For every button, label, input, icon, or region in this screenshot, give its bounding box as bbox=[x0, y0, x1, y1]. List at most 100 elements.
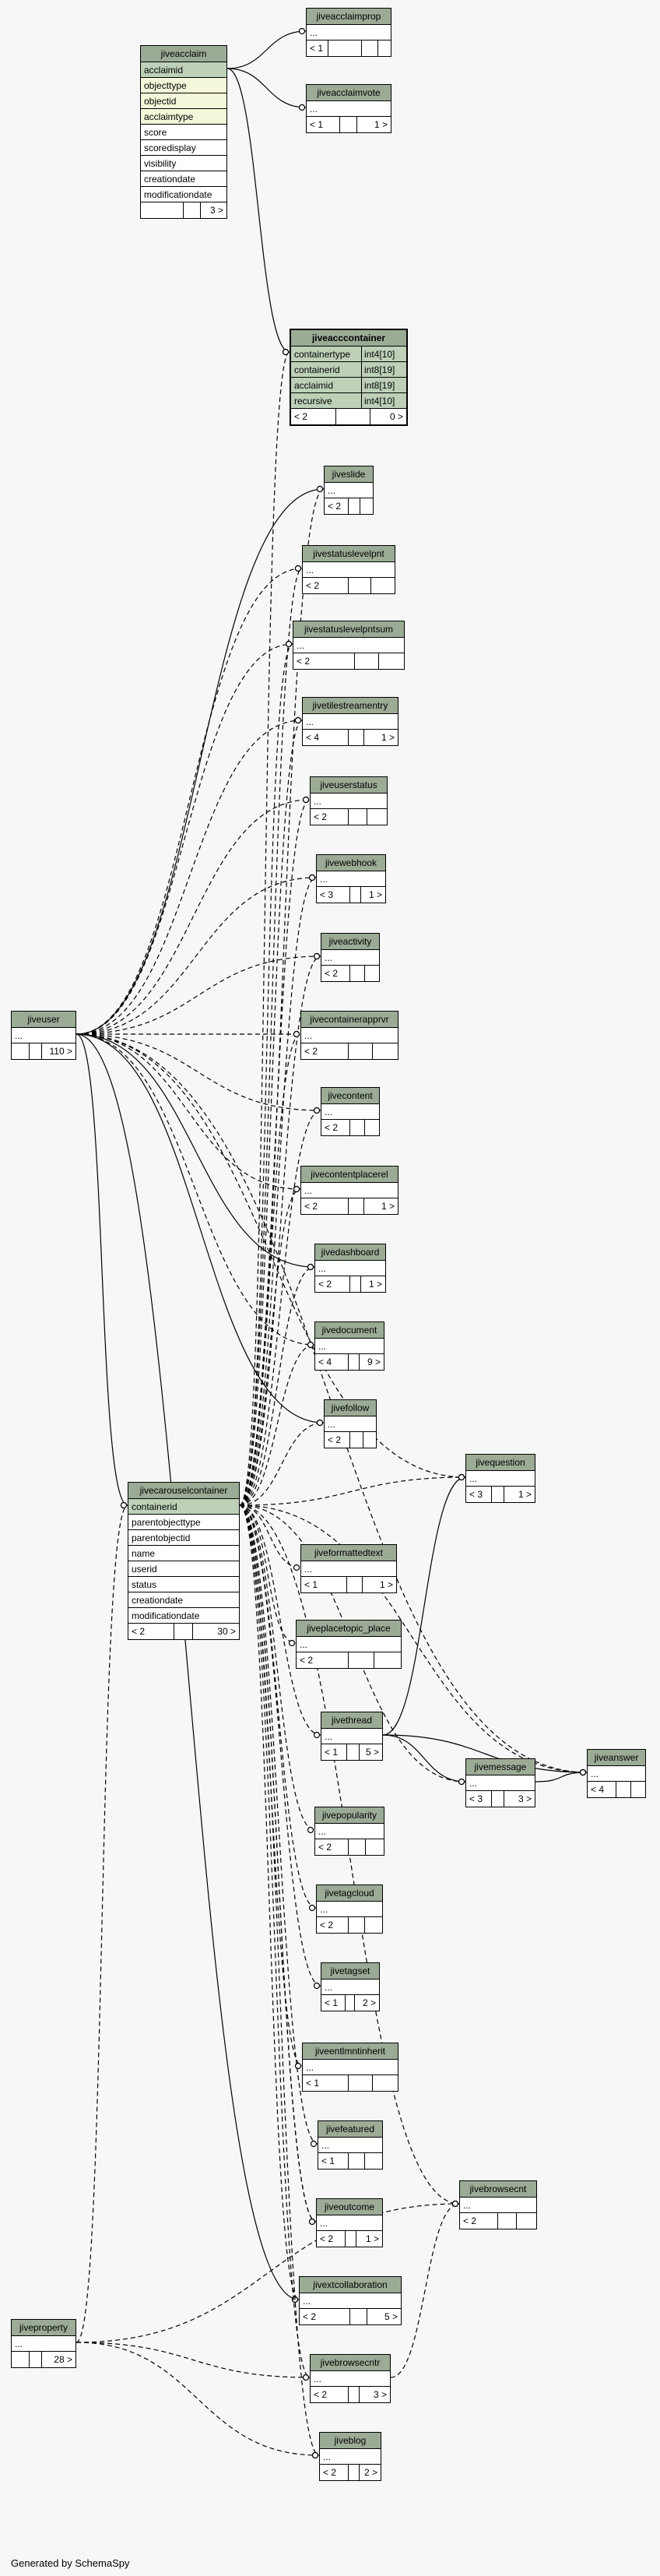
table-jivefeatured[interactable]: jivefeatured...< 1 bbox=[318, 2120, 383, 2170]
table-jivepopularity[interactable]: jivepopularity...< 2 bbox=[314, 1807, 384, 1856]
table-title[interactable]: jivetagcloud bbox=[317, 1885, 382, 1902]
column-ellipsis[interactable]: ... bbox=[317, 2215, 382, 2231]
table-title[interactable]: jivetagset bbox=[321, 1963, 379, 1980]
column-row[interactable]: modificationdate bbox=[128, 1608, 239, 1624]
column-ellipsis[interactable]: ... bbox=[315, 1824, 384, 1839]
column-ellipsis[interactable]: ... bbox=[12, 2336, 75, 2352]
table-title[interactable]: jivemessage bbox=[466, 1759, 535, 1775]
column-row[interactable]: objecttype bbox=[141, 78, 226, 93]
column-ellipsis[interactable]: ... bbox=[303, 562, 395, 578]
table-title[interactable]: jivewebhook bbox=[317, 855, 385, 871]
table-jivebrowsecnt[interactable]: jivebrowsecnt...< 2 bbox=[459, 2180, 537, 2229]
column-ellipsis[interactable]: ... bbox=[321, 1980, 379, 1995]
column-ellipsis[interactable]: ... bbox=[293, 638, 404, 653]
table-title[interactable]: jiveacccontainer bbox=[291, 330, 406, 347]
table-title[interactable]: jivedocument bbox=[315, 1322, 384, 1339]
column-row[interactable]: modificationdate bbox=[141, 187, 226, 202]
table-title[interactable]: jiveplacetopic_place bbox=[297, 1621, 401, 1637]
column-ellipsis[interactable]: ... bbox=[315, 1261, 385, 1276]
column-ellipsis[interactable]: ... bbox=[301, 1183, 398, 1198]
table-title[interactable]: jiveuser bbox=[12, 1012, 75, 1028]
column-ellipsis[interactable]: ... bbox=[303, 2060, 398, 2075]
column-ellipsis[interactable]: ... bbox=[12, 1028, 75, 1043]
table-jiveproperty[interactable]: jiveproperty...28 > bbox=[11, 2319, 76, 2368]
column-ellipsis[interactable]: ... bbox=[321, 950, 379, 966]
table-title[interactable]: jiveacclaimprop bbox=[307, 9, 391, 25]
table-title[interactable]: jivequestion bbox=[466, 1455, 535, 1471]
table-jiveslide[interactable]: jiveslide...< 2 bbox=[324, 466, 374, 515]
column-row[interactable]: name bbox=[128, 1546, 239, 1561]
column-row[interactable]: acclaimid bbox=[141, 62, 226, 78]
column-ellipsis[interactable]: ... bbox=[320, 2449, 381, 2465]
table-title[interactable]: jivethread bbox=[321, 1712, 382, 1729]
column-ellipsis[interactable]: ... bbox=[317, 871, 385, 887]
table-title[interactable]: jiveacclaimvote bbox=[307, 85, 391, 101]
table-jiveanswer[interactable]: jiveanswer...< 4 bbox=[587, 1749, 646, 1798]
table-title[interactable]: jivextcollaboration bbox=[300, 2277, 401, 2293]
table-title[interactable]: jiveoutcome bbox=[317, 2199, 382, 2215]
table-title[interactable]: jivefollow bbox=[325, 1400, 376, 1416]
column-row[interactable]: acclaimtype bbox=[141, 109, 226, 125]
table-title[interactable]: jiveblog bbox=[320, 2433, 381, 2449]
table-title[interactable]: jivestatuslevelpnt bbox=[303, 546, 395, 562]
table-jivefollow[interactable]: jivefollow...< 2 bbox=[324, 1399, 377, 1448]
table-jivecontent[interactable]: jivecontent...< 2 bbox=[321, 1087, 380, 1136]
column-row[interactable]: parentobjectid bbox=[128, 1530, 239, 1546]
column-ellipsis[interactable]: ... bbox=[466, 1775, 535, 1791]
table-title[interactable]: jivecontentplacerel bbox=[301, 1167, 398, 1183]
table-title[interactable]: jivefeatured bbox=[318, 2121, 382, 2138]
column-row[interactable]: status bbox=[128, 1577, 239, 1592]
column-ellipsis[interactable]: ... bbox=[318, 2138, 382, 2153]
column-row[interactable]: userid bbox=[128, 1561, 239, 1577]
table-title[interactable]: jiveentlmntinherit bbox=[303, 2043, 398, 2060]
column-ellipsis[interactable]: ... bbox=[297, 1637, 401, 1652]
table-title[interactable]: jivetilestreamentry bbox=[303, 698, 398, 714]
column-ellipsis[interactable]: ... bbox=[315, 1339, 384, 1354]
column-row[interactable]: scoredisplay bbox=[141, 140, 226, 156]
column-row[interactable]: containerid bbox=[128, 1499, 239, 1515]
table-title[interactable]: jiveanswer bbox=[588, 1750, 645, 1766]
table-title[interactable]: jivedashboard bbox=[315, 1244, 385, 1261]
column-ellipsis[interactable]: ... bbox=[301, 1561, 396, 1577]
table-title[interactable]: jivecarouselcontainer bbox=[128, 1483, 239, 1499]
column-ellipsis[interactable]: ... bbox=[301, 1028, 398, 1043]
column-ellipsis[interactable]: ... bbox=[460, 2198, 536, 2213]
column-ellipsis[interactable]: ... bbox=[588, 1766, 645, 1782]
table-title[interactable]: jivecontainerapprvr bbox=[301, 1012, 398, 1028]
table-jivestatuslevelpnt[interactable]: jivestatuslevelpnt...< 2 bbox=[302, 545, 395, 594]
table-title[interactable]: jiveslide bbox=[325, 466, 373, 483]
table-title[interactable]: jivestatuslevelpntsum bbox=[293, 621, 404, 638]
table-title[interactable]: jiveactivity bbox=[321, 934, 379, 950]
column-ellipsis[interactable]: ... bbox=[311, 794, 387, 809]
table-jivetagcloud[interactable]: jivetagcloud...< 2 bbox=[316, 1884, 383, 1934]
column-ellipsis[interactable]: ... bbox=[466, 1471, 535, 1487]
column-row[interactable]: creationdate bbox=[141, 171, 226, 187]
column-ellipsis[interactable]: ... bbox=[307, 25, 391, 40]
table-jiveuserstatus[interactable]: jiveuserstatus...< 2 bbox=[310, 776, 388, 825]
table-jiveplacetopic_place[interactable]: jiveplacetopic_place...< 2 bbox=[296, 1620, 402, 1669]
column-ellipsis[interactable]: ... bbox=[325, 483, 373, 498]
column-row[interactable]: visibility bbox=[141, 156, 226, 171]
table-title[interactable]: jivebrowsecntr bbox=[311, 2355, 390, 2371]
table-jiveacclaimprop[interactable]: jiveacclaimprop...< 1 bbox=[306, 8, 391, 57]
